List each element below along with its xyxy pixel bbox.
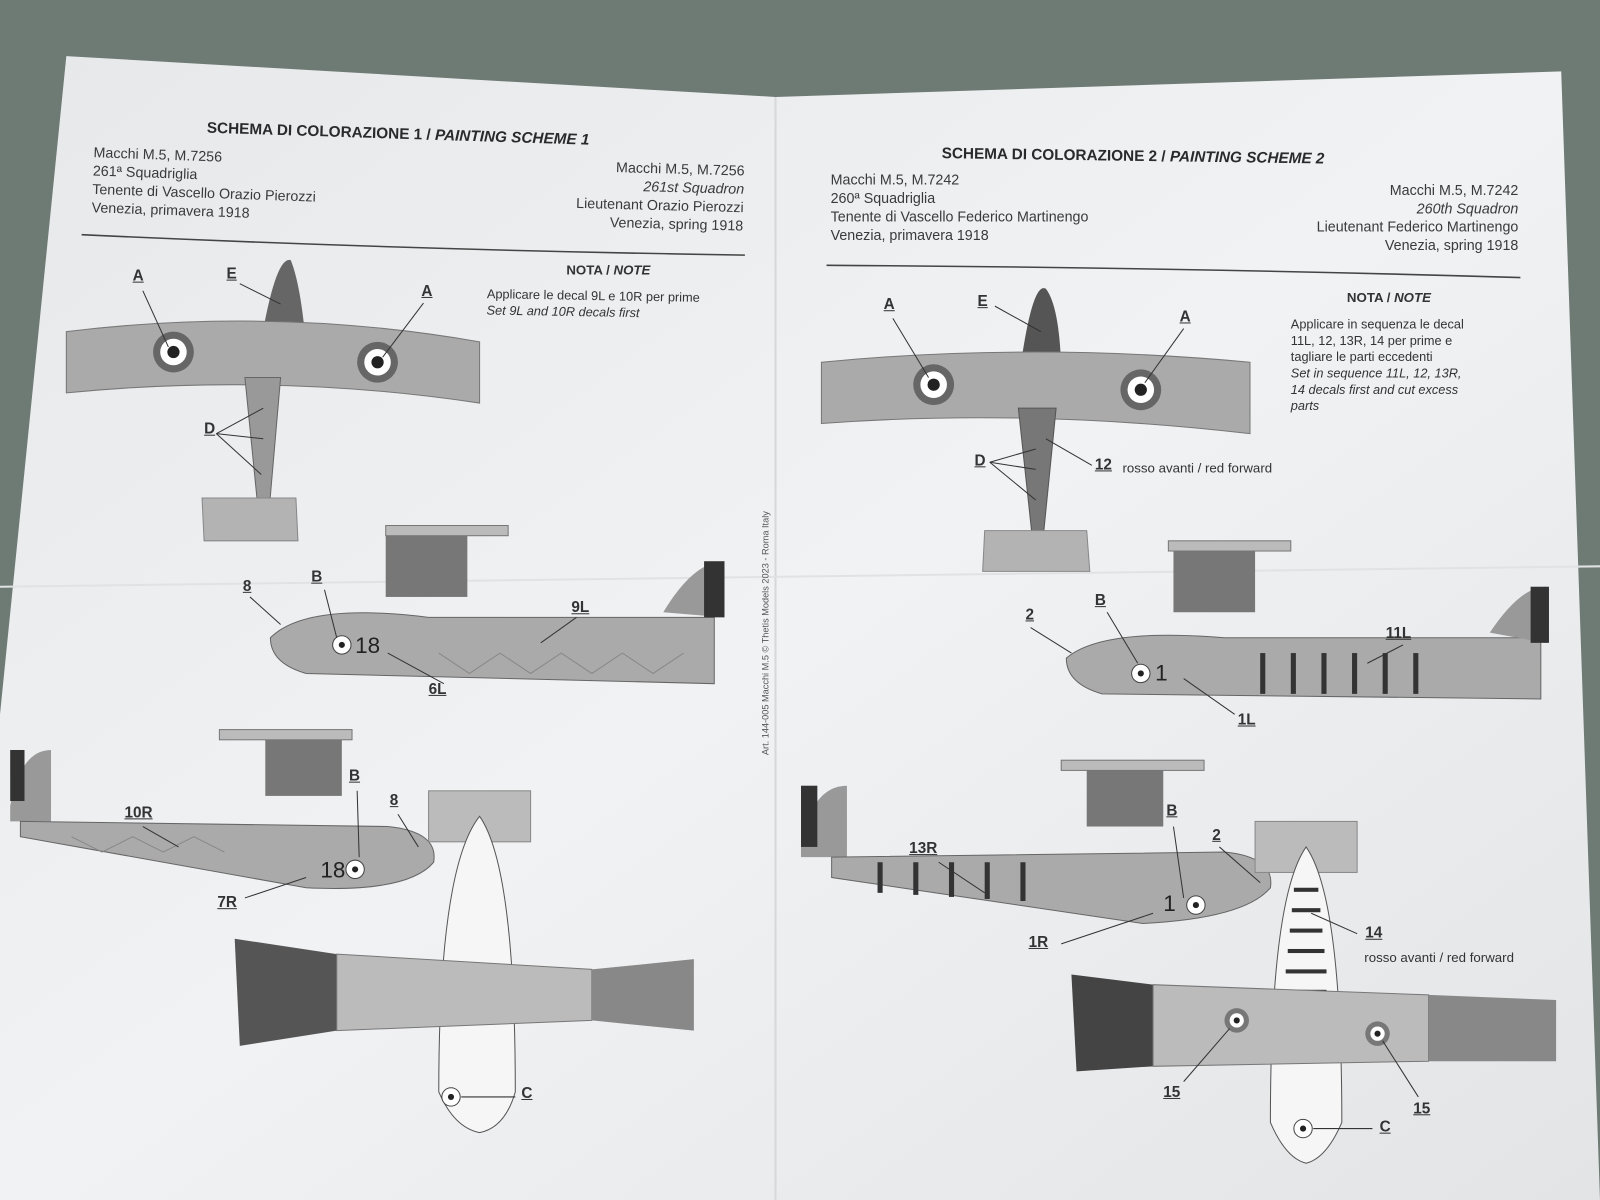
callout-2: 2	[1025, 606, 1035, 624]
scheme1-info-english: Macchi M.5, M.7256 261st Squadron Lieute…	[539, 156, 745, 235]
callout-14: 14	[1365, 924, 1383, 942]
scheme2-top-view	[820, 288, 1251, 572]
callout-9l: 9L	[571, 598, 590, 617]
callout-d: D	[974, 452, 986, 470]
info-line: Venezia, spring 1918	[1384, 236, 1519, 254]
callout-1l: 1L	[1237, 711, 1256, 729]
nota-it: NOTA /	[1346, 289, 1391, 306]
scheme2-note: Applicare in sequenza le decal 11L, 12, …	[1291, 316, 1464, 414]
callout-13r: 13R	[909, 839, 938, 858]
aircraft-code: 1	[1163, 890, 1176, 917]
scheme2-nota-heading: NOTA / NOTE	[1347, 290, 1431, 305]
callout-11l: 11L	[1385, 624, 1412, 642]
scheme2-bottom-view	[1071, 820, 1557, 1164]
scheme2-title-it: SCHEMA DI COLORAZIONE 2 /	[941, 144, 1166, 166]
callout-d: D	[204, 420, 216, 438]
callout-12-note: rosso avanti / red forward	[1122, 460, 1273, 476]
info-line: Venezia, primavera 1918	[830, 226, 989, 243]
callout-b: B	[1166, 802, 1178, 820]
note-en: Set in sequence 11L, 12, 13R,	[1290, 366, 1462, 381]
callout-14-note: rosso avanti / red forward	[1364, 949, 1514, 966]
scheme1-side-view-left	[249, 524, 725, 685]
scheme2-title-en: PAINTING SCHEME 2	[1169, 148, 1325, 168]
callout-e: E	[977, 292, 988, 311]
note-it: Applicare in sequenza le decal	[1290, 317, 1464, 332]
scheme1-note: Applicare le decal 9L e 10R per prime Se…	[486, 286, 699, 322]
note-it: 11L, 12, 13R, 14 per prime e	[1290, 333, 1453, 348]
callout-b: B	[1094, 591, 1106, 610]
aircraft-code: 18	[355, 632, 381, 659]
divider-2	[826, 264, 1521, 279]
callout-a: A	[421, 282, 433, 300]
callout-c: C	[521, 1084, 533, 1103]
callout-1r: 1R	[1028, 933, 1049, 952]
callout-6l: 6L	[428, 680, 447, 698]
info-line: 260th Squadron	[1416, 199, 1519, 217]
callout-a: A	[883, 295, 895, 314]
callout-a: A	[1179, 308, 1191, 326]
imprint: Art. 144-005 Macchi M.5 © Thetis Models …	[760, 511, 771, 756]
scheme2-info-italian: Macchi M.5, M.7242 260ª Squadriglia Tene…	[831, 170, 1089, 243]
scheme1-bottom-view	[234, 790, 694, 1134]
callout-a: A	[132, 267, 144, 285]
scheme1-info-italian: Macchi M.5, M.7256 261ª Squadriglia Tene…	[91, 143, 317, 224]
callout-2: 2	[1212, 826, 1221, 844]
info-line: Lieutenant Federico Martinengo	[1316, 218, 1519, 235]
info-line: Tenente di Vascello Federico Martinengo	[830, 208, 1089, 225]
callout-10r: 10R	[124, 804, 153, 822]
callout-b: B	[348, 767, 361, 785]
callout-b: B	[311, 568, 323, 586]
callout-8: 8	[242, 577, 252, 595]
info-line: 260ª Squadriglia	[830, 189, 936, 207]
info-line: Macchi M.5, M.7242	[830, 171, 960, 188]
callout-15: 15	[1163, 1083, 1181, 1102]
callout-e: E	[226, 265, 237, 283]
info-line: Macchi M.5, M.7242	[1389, 181, 1519, 198]
nota-it: NOTA /	[566, 262, 610, 278]
scheme2-side-view-right	[801, 759, 1272, 945]
note-it: tagliare le parti eccedenti	[1290, 349, 1433, 365]
callout-15: 15	[1413, 1099, 1431, 1118]
scheme2-info-english: Macchi M.5, M.7242 260th Squadron Lieute…	[1255, 181, 1519, 254]
scheme2-side-view-left	[1030, 540, 1549, 715]
callout-12: 12	[1094, 456, 1112, 474]
aircraft-code: 1	[1155, 660, 1168, 686]
callout-c: C	[1379, 1118, 1391, 1136]
nota-en: NOTE	[1394, 289, 1431, 306]
scheme1-side-view-right	[10, 729, 435, 899]
nota-en: NOTE	[613, 262, 651, 278]
scheme1-top-view	[65, 259, 481, 542]
callout-7r: 7R	[217, 893, 237, 912]
note-en: 14 decals first and cut excess	[1290, 382, 1459, 397]
note-en: parts	[1290, 398, 1320, 414]
aircraft-code: 18	[320, 857, 346, 883]
scheme1-nota-heading: NOTA / NOTE	[566, 262, 650, 277]
callout-8: 8	[389, 791, 399, 810]
divider-1	[81, 233, 745, 256]
